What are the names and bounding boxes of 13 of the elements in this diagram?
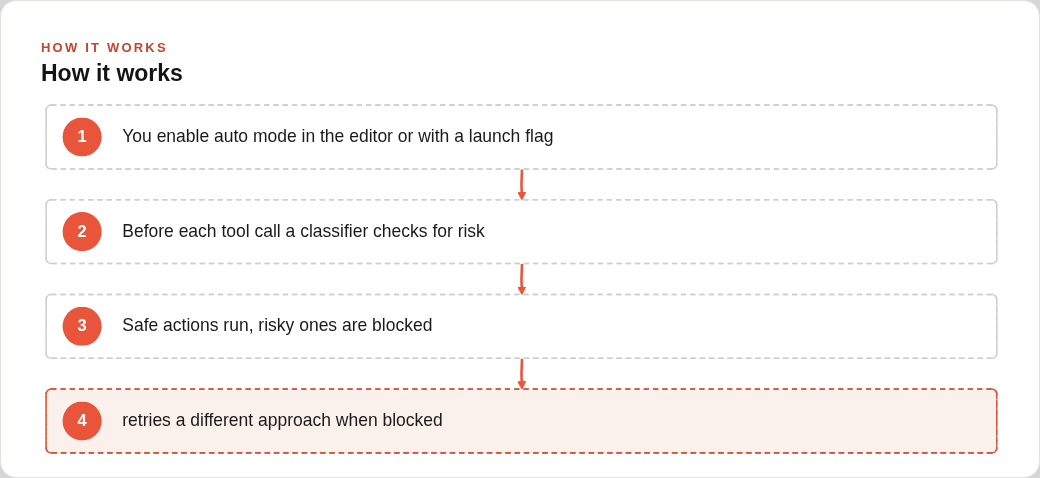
- step-box: [44, 388, 998, 454]
- eyebrow-label: HOW IT WORKS: [41, 40, 168, 56]
- step-box: [44, 293, 998, 359]
- arrow: [516, 358, 526, 390]
- step-text: retries a different approach when blocked: [121, 409, 443, 433]
- step-box: [44, 104, 998, 170]
- title: How it works: [41, 59, 183, 87]
- step-box: [44, 199, 998, 265]
- arrow: [516, 264, 526, 296]
- step-text: You enable auto mode in the editor or with a launch flag: [121, 125, 553, 149]
- arrow: [516, 169, 526, 201]
- step-text: Safe actions run, risky ones are blocked: [121, 315, 432, 338]
- step-text: Before each tool call a classifier checks for risk: [121, 220, 485, 243]
